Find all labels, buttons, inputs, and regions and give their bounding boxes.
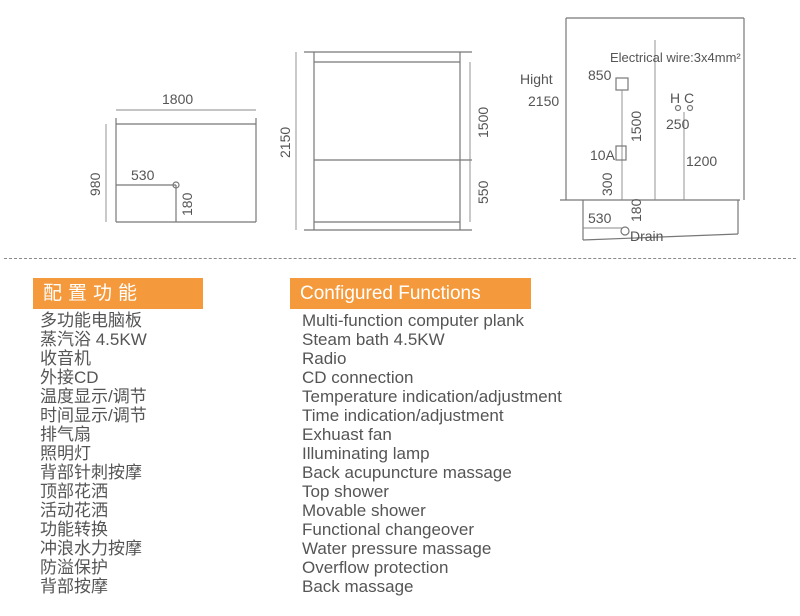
- front-view-drawing: 2150 1500 550: [277, 51, 491, 231]
- list-item: 顶部花洒: [40, 482, 108, 501]
- list-item: 多功能电脑板: [40, 311, 142, 330]
- list-item: Multi-function computer plank: [302, 311, 525, 330]
- install-view-hot-valve: [674, 104, 682, 112]
- top-view-seat-height-label: 180: [179, 192, 195, 216]
- list-item: Time indication/adjustment: [302, 406, 504, 425]
- list-item: 温度显示/调节: [40, 387, 147, 406]
- install-view-drawing: Electrical wire:3x4mm² Hight 2150 850 H …: [520, 17, 745, 244]
- list-item: Back massage: [302, 577, 414, 596]
- install-view-hight-word: Hight: [520, 71, 553, 87]
- list-item: Illuminating lamp: [302, 444, 430, 463]
- functions-cn-column: 配置功能 多功能电脑板 蒸汽浴 4.5KW 收音机 外接CD 温度显示/调节 时…: [33, 278, 203, 596]
- list-item: Functional changeover: [302, 520, 475, 539]
- top-view-drawing: 1800 980 530 180: [87, 91, 257, 223]
- front-view-height-label: 2150: [277, 127, 293, 158]
- list-item: Radio: [302, 349, 347, 368]
- front-view-upper-label: 1500: [475, 107, 491, 138]
- list-item: Movable shower: [302, 501, 426, 520]
- install-view-mid-label: 1500: [628, 111, 644, 142]
- install-view-cold-valve: [686, 104, 694, 112]
- top-view-width-label: 1800: [162, 91, 193, 107]
- functions-cn-list: 多功能电脑板 蒸汽浴 4.5KW 收音机 外接CD 温度显示/调节 时间显示/调…: [33, 311, 203, 596]
- list-item: 外接CD: [40, 368, 99, 387]
- list-item: 收音机: [40, 349, 91, 368]
- top-view-seat-marker: [172, 181, 180, 189]
- install-view-box-label: 850: [588, 67, 612, 83]
- list-item: 照明灯: [40, 444, 91, 463]
- list-item: Temperature indication/adjustment: [302, 387, 562, 406]
- functions-cn-heading: 配置功能: [33, 278, 203, 309]
- install-view-outlet-label: 1200: [686, 153, 717, 169]
- list-item: 背部按摩: [40, 577, 108, 596]
- technical-drawings: 1800 980 530 180 2150 1500 550: [0, 0, 800, 250]
- install-view-base-bottom: [582, 233, 739, 241]
- functions-en-heading: Configured Functions: [290, 278, 531, 309]
- top-view-depth-label: 980: [87, 172, 103, 196]
- install-view-hc-label: H C: [670, 90, 694, 106]
- install-view-drain-height-label: 180: [628, 198, 644, 222]
- install-view-socket-box: [615, 145, 627, 161]
- list-item: Exhuast fan: [302, 425, 392, 444]
- list-item: 排气扇: [40, 425, 91, 444]
- list-item: 活动花洒: [40, 501, 108, 520]
- install-view-electrical-box: [615, 77, 629, 91]
- functions-en-list: Multi-function computer plank Steam bath…: [290, 311, 610, 596]
- functions-en-column: Configured Functions Multi-function comp…: [290, 278, 610, 596]
- install-view-hight-value: 2150: [528, 93, 559, 109]
- install-view-amp-label: 10A: [590, 147, 616, 163]
- drawings-svg: 1800 980 530 180 2150 1500 550: [87, 17, 745, 244]
- install-view-drain-marker: [620, 226, 630, 236]
- list-item: Overflow protection: [302, 558, 449, 577]
- install-view-electrical-label: Electrical wire:3x4mm²: [610, 50, 741, 65]
- list-item: 背部针刺按摩: [40, 463, 142, 482]
- top-view-seat-label: 530: [131, 167, 155, 183]
- list-item: 时间显示/调节: [40, 406, 147, 425]
- front-view-lower-label: 550: [475, 180, 491, 204]
- install-view-drain-label: Drain: [630, 228, 663, 244]
- list-item: 防溢保护: [40, 558, 108, 577]
- install-view-drain-offset-label: 530: [588, 210, 612, 226]
- list-item: CD connection: [302, 368, 414, 387]
- list-item: 冲浪水力按摩: [40, 539, 142, 558]
- list-item: Back acupuncture massage: [302, 463, 512, 482]
- list-item: Water pressure massage: [302, 539, 492, 558]
- list-item: Top shower: [302, 482, 389, 501]
- list-item: 功能转换: [40, 520, 108, 539]
- list-item: Steam bath 4.5KW: [302, 330, 445, 349]
- section-divider: [4, 258, 796, 259]
- install-view-hc-spacing: 250: [666, 116, 690, 132]
- install-view-low-label: 300: [599, 172, 615, 196]
- list-item: 蒸汽浴 4.5KW: [40, 330, 147, 349]
